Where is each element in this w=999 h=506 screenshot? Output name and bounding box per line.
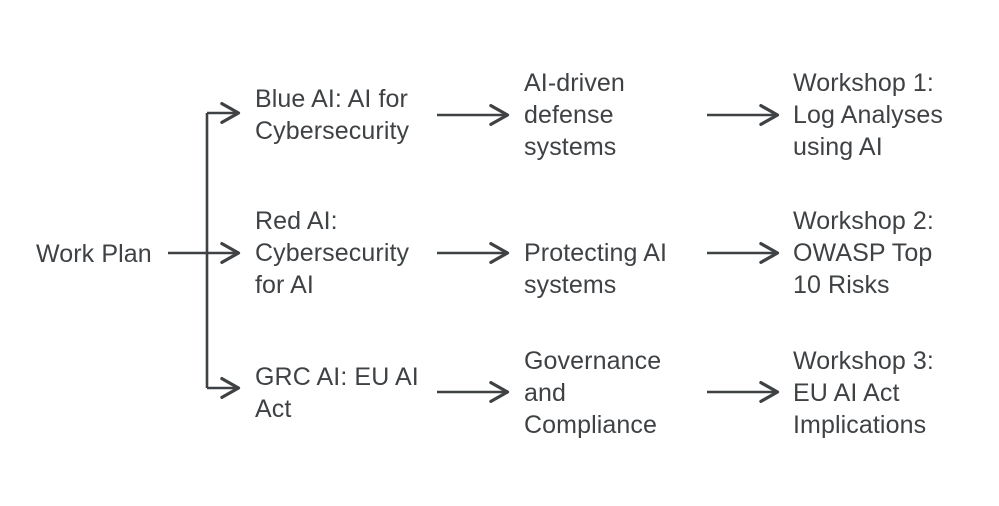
node-workshop-2: Workshop 2: OWASP Top 10 Risks: [793, 207, 934, 299]
node-blue-ai: Blue AI: AI for Cybersecurity: [255, 85, 410, 145]
node-workshop-3: Workshop 3: EU AI Act Implications: [793, 347, 934, 439]
node-ai-driven-defense-systems: AI-driven defense systems: [524, 69, 625, 161]
node-governance-and-compliance: Governance and Compliance: [524, 347, 662, 439]
node-grc-ai: GRC AI: EU AI Act: [255, 363, 419, 423]
node-workshop-1: Workshop 1: Log Analyses using AI: [793, 69, 943, 161]
node-red-ai: Red AI: Cybersecurity for AI: [255, 207, 410, 299]
node-protecting-ai-systems: Protecting AI systems: [524, 239, 668, 299]
node-work-plan: Work Plan: [36, 240, 152, 268]
